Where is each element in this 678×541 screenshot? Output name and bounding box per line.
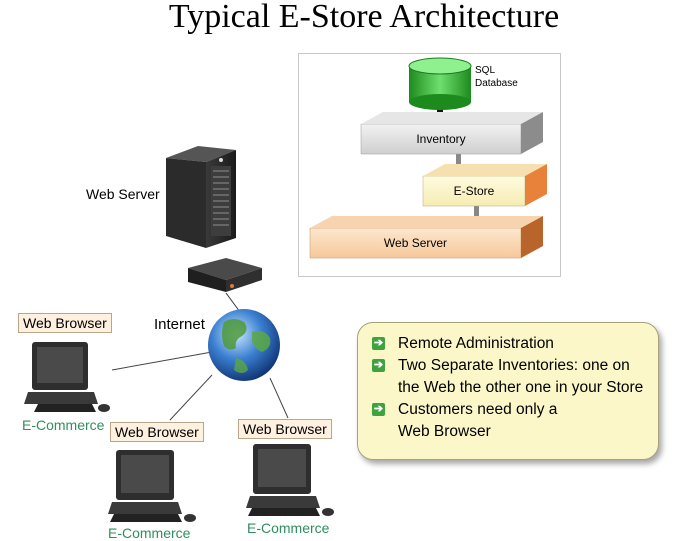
architecture-diagram: [309, 57, 547, 259]
estore-block: [422, 164, 547, 207]
db-connector: [437, 100, 443, 122]
benefits-callout: ➔ Remote Administration ➔ Two Separate I…: [357, 322, 659, 460]
web-browser-tag-1: Web Browser: [18, 313, 112, 333]
arrow-bullet-icon: ➔: [372, 359, 385, 372]
sql-database-icon: [408, 57, 472, 110]
inventory-block: [360, 112, 543, 155]
client-computer-icon-2: [108, 450, 196, 522]
internet-globe-icon: [208, 309, 280, 381]
link-line-left: [111, 351, 213, 371]
benefit-text: Two Separate Inventories: one on: [398, 357, 630, 374]
benefit-item: ➔ Remote Administration: [372, 333, 650, 355]
sql-label-line2: Database: [475, 78, 518, 89]
web-browser-tag-2: Web Browser: [110, 422, 204, 442]
benefit-continuation: the Web the other one in your Store: [372, 377, 650, 399]
benefit-text: Remote Administration: [398, 335, 554, 352]
link-line-right: [269, 377, 289, 419]
ecommerce-caption-2: E-Commerce: [108, 525, 191, 541]
router-icon: [188, 258, 262, 292]
benefit-text: the Web the other one in your Store: [398, 379, 644, 396]
benefit-text: Web Browser: [398, 423, 491, 440]
client-computer-icon-1: [24, 342, 110, 412]
ecommerce-caption-3: E-Commerce: [247, 520, 330, 536]
estore-connector: [474, 204, 479, 222]
router-globe-link: [225, 292, 241, 313]
arrow-bullet-icon: ➔: [372, 337, 385, 350]
link-line-middle: [169, 374, 213, 421]
web-server-block: [309, 216, 543, 259]
web-server-block-label: Web Server: [383, 236, 448, 250]
sql-database-label: SQL Database: [475, 64, 518, 90]
benefits-list: ➔ Remote Administration ➔ Two Separate I…: [358, 323, 658, 443]
benefit-item: ➔ Customers need only a: [372, 399, 650, 421]
web-browser-tag-3: Web Browser: [238, 419, 332, 439]
estore-label: E-Store: [453, 184, 495, 198]
benefit-continuation: Web Browser: [372, 421, 650, 443]
inventory-label: Inventory: [416, 132, 466, 146]
web-server-label: Web Server: [86, 186, 160, 202]
page-title: Typical E-Store Architecture: [168, 0, 560, 35]
architecture-panel: SQL Database Inventory E-Store Web Serve…: [298, 53, 561, 277]
sql-label-line1: SQL: [475, 65, 496, 76]
web-server-tower-icon: [166, 146, 236, 248]
arrow-bullet-icon: ➔: [372, 403, 385, 416]
internet-label: Internet: [154, 316, 205, 333]
client-computer-icon-3: [246, 444, 334, 516]
benefit-item: ➔ Two Separate Inventories: one on: [372, 355, 650, 377]
ecommerce-caption-1: E-Commerce: [22, 417, 105, 433]
benefit-text: Customers need only a: [398, 401, 558, 418]
